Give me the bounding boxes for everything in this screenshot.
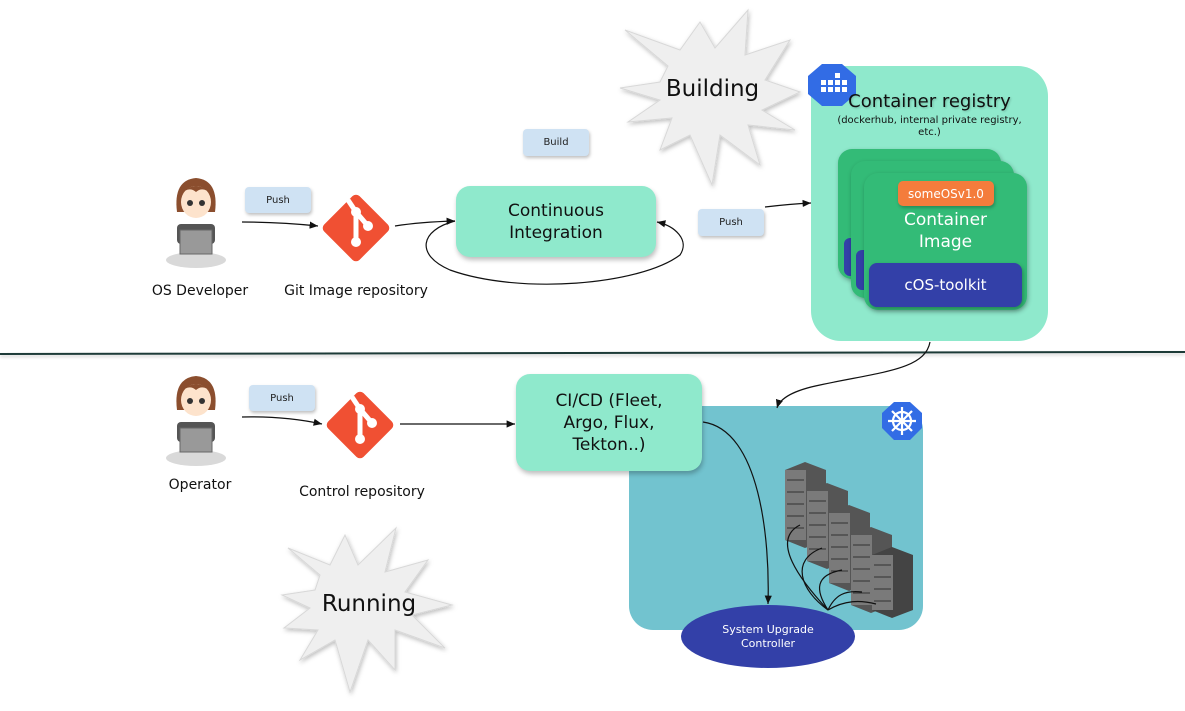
git-icon — [318, 190, 394, 266]
push-tag-developer: Push — [245, 187, 311, 213]
container-image-line1: Container — [903, 210, 988, 230]
control-git-icon — [322, 387, 398, 463]
container-image-line2: Image — [918, 232, 973, 252]
developer-avatar-icon — [163, 172, 229, 268]
system-upgrade-controller: System Upgrade Controller — [681, 605, 855, 668]
cicd-line2: Argo, Flux, — [563, 412, 655, 433]
registry-subtitle: (dockerhub, internal private registry, e… — [811, 115, 1048, 139]
git-repo-label: Git Image repository — [284, 283, 428, 299]
controller-line1: System Upgrade — [722, 622, 814, 636]
container-image-label: Container Image — [864, 209, 1027, 253]
operator-label: Operator — [168, 477, 232, 493]
registry-title: Container registry — [848, 91, 1011, 112]
build-tag: Build — [523, 129, 589, 156]
server-icon — [872, 547, 913, 618]
cicd-line3: Tekton..) — [572, 434, 646, 455]
cicd-box: CI/CD (Fleet, Argo, Flux, Tekton..) — [516, 374, 702, 471]
running-burst-label: Running — [321, 591, 417, 617]
building-burst-label: Building — [665, 76, 760, 102]
developer-label: OS Developer — [151, 283, 249, 299]
cicd-line1: CI/CD (Fleet, — [555, 390, 663, 411]
control-repo-label: Control repository — [299, 484, 425, 500]
registry-subtitle-line1: (dockerhub, internal private registry, — [837, 115, 1022, 126]
registry-icon — [806, 62, 858, 108]
push-tag-operator: Push — [249, 385, 315, 411]
running-burst — [280, 526, 454, 694]
push-tag-registry: Push — [698, 209, 764, 236]
version-badge: someOSv1.0 — [898, 181, 994, 206]
toolkit-box: cOS-toolkit — [869, 263, 1022, 307]
building-burst — [619, 8, 802, 187]
operator-avatar-icon — [163, 370, 229, 466]
controller-line2: Controller — [740, 636, 796, 650]
registry-subtitle-line2: etc.) — [918, 127, 941, 138]
kubernetes-icon — [881, 401, 923, 441]
ci-line1: Continuous — [507, 200, 604, 221]
